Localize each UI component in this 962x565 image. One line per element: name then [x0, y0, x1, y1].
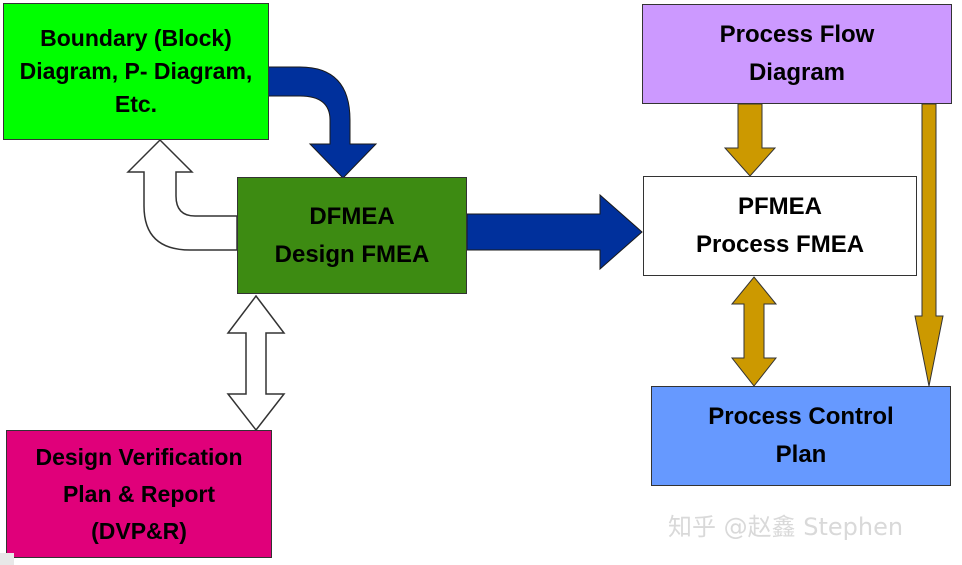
arrow-dfmea-to-pfmea	[466, 193, 643, 271]
process-control-plan-box: Process Control Plan	[651, 386, 951, 486]
dfmea-label: DFMEA Design FMEA	[274, 202, 430, 268]
process-flow-diagram-box: Process Flow Diagram	[642, 4, 952, 104]
watermark: 知乎 @赵鑫 Stephen	[668, 513, 904, 541]
pfmea-box: PFMEA Process FMEA	[643, 176, 917, 276]
dvp-label: Design Verification Plan & Report (DVP&R…	[35, 443, 243, 544]
boundary-diagram-label: Boundary (Block) Diagram, P- Diagram, Et…	[19, 25, 253, 117]
corner-mark	[0, 553, 14, 565]
process-control-plan-label: Process Control Plan	[708, 403, 894, 468]
arrow-pfd-to-pcp	[914, 103, 944, 387]
dvp-box: Design Verification Plan & Report (DVP&R…	[6, 430, 272, 558]
arrow-dfmea-dvp	[226, 294, 286, 432]
arrow-boundary-to-dfmea	[267, 66, 378, 179]
arrow-pfd-to-pfmea	[723, 103, 777, 177]
boundary-diagram-box: Boundary (Block) Diagram, P- Diagram, Et…	[3, 3, 269, 140]
dfmea-box: DFMEA Design FMEA	[237, 177, 467, 294]
pfmea-label: PFMEA Process FMEA	[695, 193, 865, 258]
process-flow-diagram-label: Process Flow Diagram	[719, 21, 875, 86]
arrow-dfmea-to-boundary	[126, 138, 238, 251]
arrow-pfmea-pcp	[730, 276, 778, 387]
